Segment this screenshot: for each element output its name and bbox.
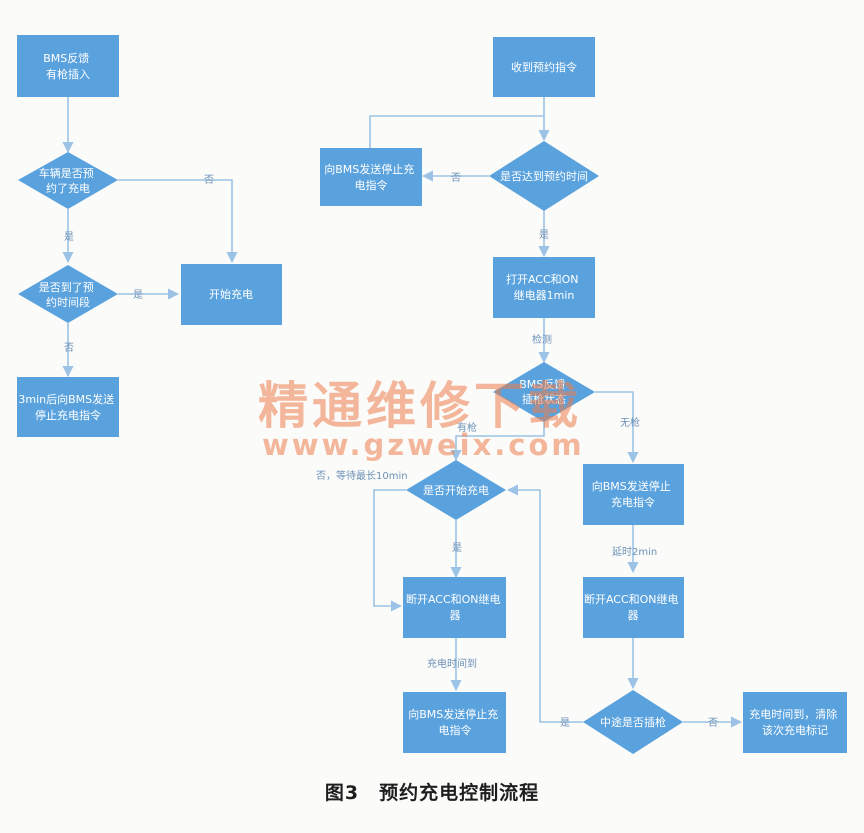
decision-reservation-time-reached-label: 是否到了预 约时间段 — [39, 281, 98, 309]
node-3min-stop-command — [17, 377, 119, 437]
edge-label-has-gun: 有枪 — [457, 421, 477, 434]
edge-label-charging-time-up: 充电时间到 — [427, 657, 477, 670]
edge-label-yes: 是 — [133, 289, 143, 301]
node-disconnect-relay-right — [583, 577, 684, 638]
node-stop-command-bottom-label: 向BMS发送停止充 电指令 — [408, 707, 502, 737]
decision-charging-reserved-label: 车辆是否预 约了充电 — [39, 166, 98, 195]
decision-charging-started-label: 是否开始充电 — [423, 483, 489, 497]
watermark-text: 精通维修下载 — [258, 377, 582, 435]
edge-label-delay-2min: 延时2min — [612, 546, 657, 558]
node-stop-command-top — [320, 148, 422, 206]
node-bms-gun-inserted-label: BMS反馈 有枪插入 — [43, 52, 93, 81]
node-start-charging-label: 开始充电 — [209, 287, 253, 301]
node-reservation-received-label: 收到预约指令 — [511, 60, 577, 74]
edge-label-yes: 是 — [539, 229, 549, 241]
node-reservation-received — [493, 37, 595, 97]
decision-charging-started — [406, 460, 506, 520]
edge-label-no-gun: 无枪 — [620, 416, 640, 429]
node-stop-command-no-gun-label: 向BMS发送停止 充电指令 — [592, 479, 675, 509]
node-disconnect-relay-left-label: 断开ACC和ON继电 器 — [406, 592, 504, 622]
edge-label-no: 否 — [204, 174, 214, 186]
node-stop-command-bottom — [403, 692, 506, 753]
node-open-acc-on-relay-label: 打开ACC和ON 继电器1min — [506, 272, 582, 302]
node-bms-gun-inserted — [17, 35, 119, 97]
edge-labels: 否 是 是 否 否 是 检测 无枪 有枪 否，等待最长10min 是 延时2mi… — [64, 172, 718, 729]
node-3min-stop-command-label: 3min后向BMS发送 停止充电指令 — [18, 392, 117, 422]
node-clear-charging-mark-label: 充电时间到，清除 该次充电标记 — [749, 707, 841, 737]
decision-reservation-time-arrived-label: 是否达到预约时间 — [500, 170, 588, 183]
node-disconnect-relay-right-label: 断开ACC和ON继电 器 — [584, 592, 682, 622]
decision-reservation-time-arrived — [489, 141, 599, 211]
edge-label-yes: 是 — [452, 542, 462, 554]
figure-caption: 图3 预约充电控制流程 — [324, 782, 540, 804]
decision-bms-gun-status — [493, 362, 595, 422]
watermark-url: www.gzweix.com — [262, 428, 585, 462]
edge-label-wait-10min: 否，等待最长10min — [316, 469, 408, 482]
node-start-charging — [181, 264, 282, 325]
node-stop-command-no-gun — [583, 464, 684, 525]
node-disconnect-relay-left — [403, 577, 506, 638]
edge-label-yes: 是 — [560, 717, 570, 729]
flowchart-nodes: BMS反馈 有枪插入 车辆是否预 约了充电 是否到了预 约时间段 开始充电 3m… — [17, 35, 847, 754]
decision-gun-inserted-midway — [583, 690, 683, 754]
decision-bms-gun-status-label: BMS反馈 插枪状态 — [519, 378, 569, 406]
edge-label-no: 否 — [451, 172, 461, 184]
edge-label-no: 否 — [64, 342, 74, 354]
edge-label-detect: 检测 — [532, 333, 552, 346]
decision-reservation-time-reached — [18, 265, 118, 323]
node-clear-charging-mark — [743, 692, 847, 753]
node-stop-command-top-label: 向BMS发送停止充 电指令 — [324, 162, 418, 192]
decision-gun-inserted-midway-label: 中途是否插枪 — [600, 715, 666, 729]
node-open-acc-on-relay — [493, 257, 595, 318]
connector-lines — [62, 97, 743, 728]
edge-label-yes: 是 — [64, 231, 74, 243]
decision-charging-reserved — [18, 152, 118, 209]
edge-label-no: 否 — [708, 717, 718, 729]
